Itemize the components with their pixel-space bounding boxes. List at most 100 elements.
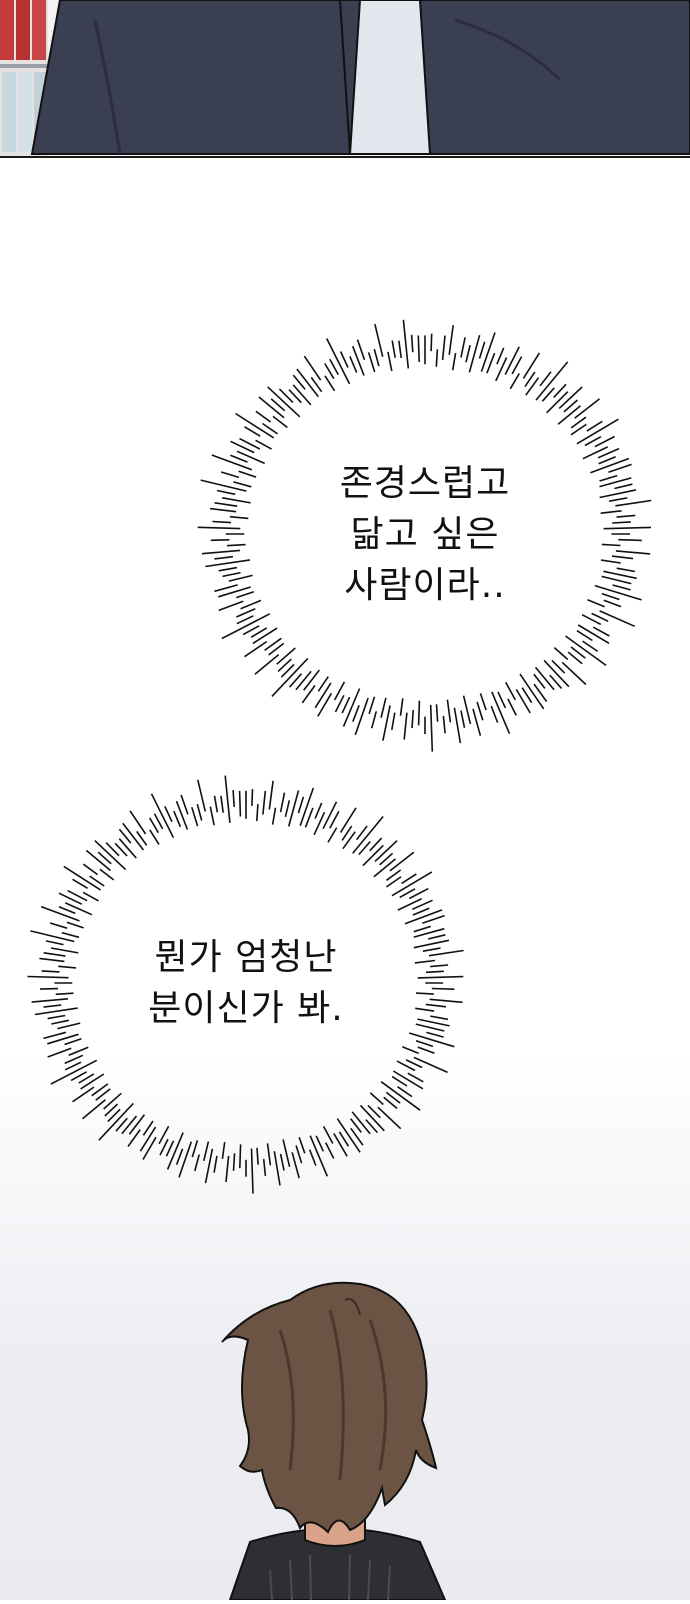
burst-line [539, 371, 552, 387]
burst-line [397, 897, 423, 911]
burst-line [64, 1054, 84, 1065]
burst-line [213, 1155, 218, 1173]
burst-line [507, 698, 517, 716]
burst-line [551, 659, 566, 674]
burst-line [81, 1099, 106, 1120]
burst-line [574, 398, 600, 419]
burst-line [380, 697, 387, 718]
burst-line [612, 584, 631, 591]
burst-line [212, 520, 232, 524]
burst-line [374, 323, 384, 357]
burst-line [61, 931, 80, 939]
burst-line [43, 1004, 62, 1008]
burst-line [546, 391, 569, 414]
burst-line [413, 925, 432, 933]
burst-line [317, 692, 333, 717]
burst-line [49, 922, 68, 929]
burst-line [401, 873, 417, 885]
burst-line [504, 346, 520, 375]
burst-line [322, 801, 338, 830]
burst-line [218, 600, 244, 612]
burst-line [47, 1033, 79, 1045]
burst-line [342, 688, 361, 727]
burst-line [586, 420, 603, 432]
burst-line [256, 804, 259, 822]
burst-line [272, 415, 288, 429]
burst-line [149, 829, 160, 845]
burst-line [239, 1144, 242, 1169]
burst-line [258, 396, 285, 419]
burst-line [570, 423, 587, 436]
burst-line [196, 803, 203, 821]
burst-line [236, 450, 266, 465]
burst-line [446, 699, 452, 723]
burst-line [224, 775, 231, 823]
burst-line [486, 352, 496, 374]
burst-line [415, 1023, 445, 1032]
burst-line [280, 663, 295, 678]
burst-line [430, 964, 449, 968]
burst-line [387, 351, 393, 372]
burst-line [399, 888, 416, 899]
burst-line [594, 584, 642, 601]
burst-line [350, 1127, 364, 1146]
burst-line [197, 779, 207, 812]
burst-line [462, 695, 472, 725]
burst-line [476, 701, 484, 721]
burst-line [82, 891, 99, 902]
burst-line [204, 1148, 214, 1184]
burst-line [191, 806, 199, 827]
burst-line [417, 1018, 450, 1027]
burst-line [351, 1111, 371, 1135]
burst-line [180, 794, 189, 815]
burst-line [614, 483, 633, 490]
burst-line [541, 387, 555, 402]
burst-line [210, 507, 237, 513]
burst-line [429, 704, 434, 752]
burst-line [299, 787, 315, 827]
burst-line [576, 630, 593, 642]
burst-line [191, 1140, 199, 1158]
burst-line [599, 474, 618, 482]
burst-line [382, 705, 391, 741]
burst-line [67, 889, 88, 902]
burst-line [533, 673, 546, 689]
burst-line [279, 1153, 285, 1171]
thought-bubble-2: 뭔가 엄청난 분이신가 봐. [20, 770, 472, 1196]
burst-line [612, 521, 631, 524]
burst-line [511, 356, 523, 375]
burst-line [317, 676, 329, 692]
burst-line [413, 927, 445, 938]
burst-line [403, 712, 408, 740]
burst-line [594, 435, 615, 448]
thought-bubble-1: 존경스럽고 닮고 싶은 사람이라.. [190, 314, 660, 754]
burst-line [173, 810, 182, 828]
burst-line [533, 683, 548, 702]
burst-line [428, 949, 464, 957]
burst-line [47, 1014, 66, 1020]
burst-line [235, 412, 275, 439]
burst-line [270, 398, 286, 412]
burst-line [47, 1047, 72, 1058]
burst-line [251, 789, 254, 806]
burst-line [339, 807, 357, 833]
burst-line [72, 1086, 95, 1103]
burst-line [250, 627, 268, 638]
burst-line [118, 838, 137, 859]
burst-line [581, 613, 602, 626]
burst-line [139, 1126, 157, 1152]
burst-line [448, 325, 454, 355]
bubble-1-line: 존경스럽고 [339, 462, 511, 504]
burst-line [221, 1141, 226, 1160]
burst-line [153, 813, 164, 830]
burst-line [408, 1032, 455, 1048]
burst-line [561, 661, 587, 686]
burst-line [468, 334, 481, 373]
burst-line [592, 626, 610, 637]
burst-line [82, 863, 99, 876]
burst-line [43, 1031, 67, 1040]
burst-line [236, 590, 255, 599]
burst-line [209, 806, 215, 826]
burst-line [405, 1059, 423, 1069]
burst-line [43, 952, 66, 957]
